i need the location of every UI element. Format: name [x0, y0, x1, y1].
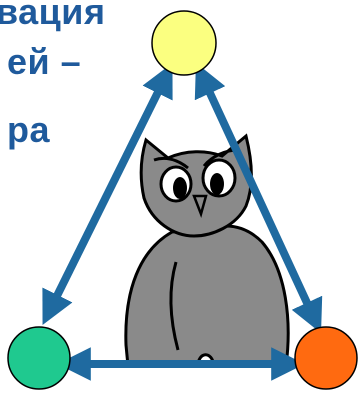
owl-body: [126, 226, 288, 366]
node-left: [8, 327, 70, 389]
owl-icon: [126, 136, 288, 366]
node-top: [152, 11, 216, 75]
node-right: [295, 327, 357, 389]
